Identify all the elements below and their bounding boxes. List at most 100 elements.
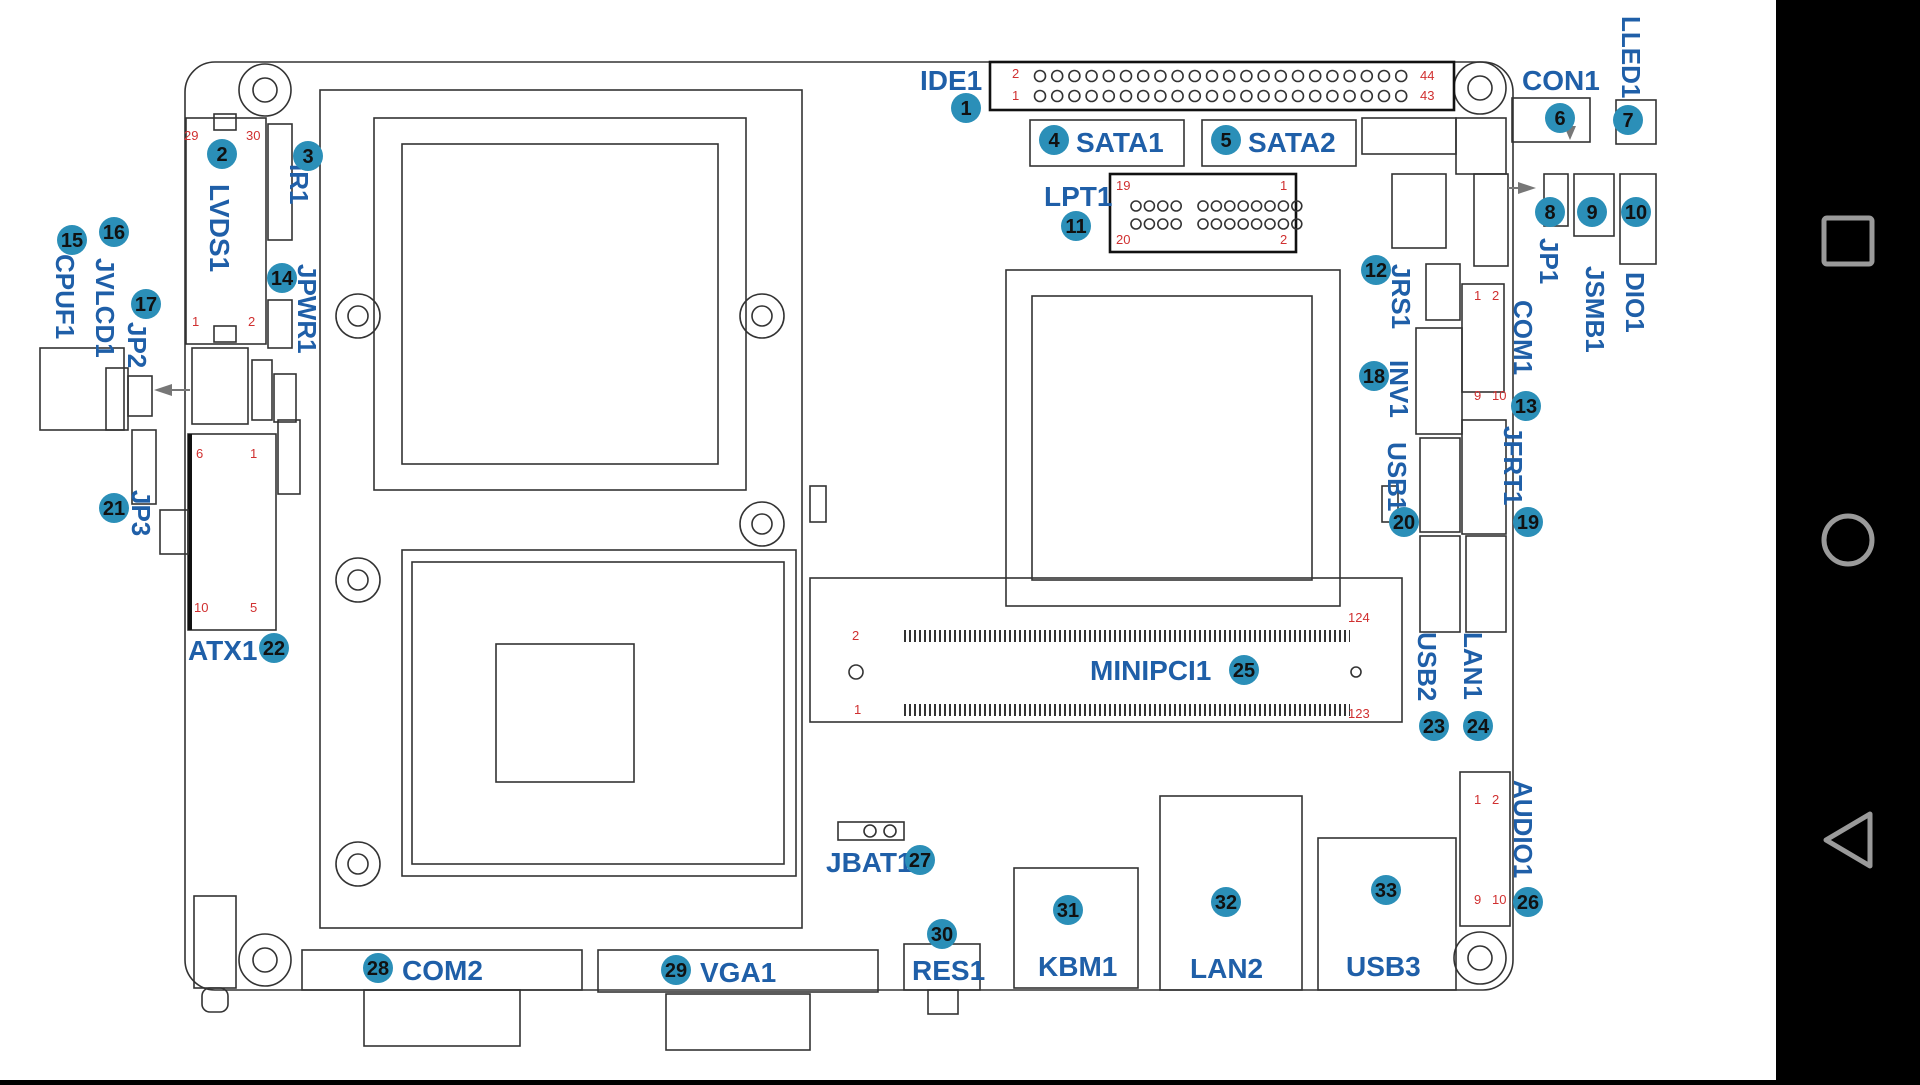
- jsmb1-badge: 9: [1577, 197, 1607, 227]
- usb3-badge: 33: [1371, 875, 1401, 905]
- cpuf1-badge-number: 15: [61, 230, 83, 252]
- lpt1-connector: 19 1 20 2: [1108, 172, 1303, 254]
- minipci-pin-label: 1: [854, 702, 861, 717]
- jp1-badge-number: 8: [1544, 202, 1555, 224]
- usb1-badge: 20: [1389, 507, 1419, 537]
- con1-badge-number: 6: [1554, 108, 1565, 130]
- com1-label: COM1: [1508, 300, 1538, 375]
- lvds1-badge-number: 2: [216, 144, 227, 166]
- lpt1-badge: 11: [1061, 211, 1091, 241]
- dio1-label: DIO1: [1620, 272, 1650, 333]
- inv1-badge: 18: [1359, 361, 1389, 391]
- jp2-badge: 17: [131, 289, 161, 319]
- com1-badge-number: 13: [1515, 396, 1537, 418]
- jfrt1-badge-number: 19: [1517, 512, 1539, 534]
- minipci1-slot: 2 124 1 123: [809, 485, 1403, 723]
- back-icon: [1823, 811, 1873, 869]
- atx1-badge: 22: [259, 633, 289, 663]
- ir1-badge: 3: [293, 141, 323, 171]
- dio1-badge: 10: [1621, 197, 1651, 227]
- lpt-pin-label: 19: [1116, 178, 1130, 193]
- audio1-label: AUDIO1: [1508, 780, 1538, 878]
- back-button[interactable]: [1823, 811, 1873, 869]
- minipci1-badge: 25: [1229, 655, 1259, 685]
- lpt-pin-label: 2: [1280, 232, 1287, 247]
- sata1-badge-number: 4: [1048, 130, 1060, 152]
- ide-pin-label: 1: [1012, 88, 1019, 103]
- cpuf1-connector: [39, 347, 190, 431]
- kbm1-label: KBM1: [1038, 951, 1117, 982]
- jsmb1-label: JSMB1: [1580, 266, 1610, 353]
- audio-pin-label: 9: [1474, 892, 1481, 907]
- usb2-badge-number: 23: [1423, 716, 1445, 738]
- lpt1-badge-number: 11: [1065, 216, 1086, 238]
- inv1-badge-number: 18: [1363, 366, 1385, 388]
- com2-badge: 28: [363, 953, 393, 983]
- jfrt1-label: JFRT1: [1498, 426, 1528, 505]
- jvlcd1-badge: 16: [99, 217, 129, 247]
- jsmb1-badge-number: 9: [1586, 202, 1597, 224]
- minipci-pin-label: 124: [1348, 610, 1370, 625]
- jp2-badge-number: 17: [135, 294, 157, 316]
- com1-pin-label: 9: [1474, 388, 1481, 403]
- minipci-pin-label: 123: [1348, 706, 1370, 721]
- kbm1-badge: 31: [1053, 895, 1083, 925]
- jp3-jumper: [131, 429, 157, 505]
- board-outline: [184, 61, 1514, 991]
- rear-io: [193, 795, 1457, 1051]
- lvds-pin-label: 30: [246, 128, 260, 143]
- home-icon: [1821, 513, 1875, 567]
- jp1-label: JP1: [1534, 238, 1564, 284]
- lvds-pin-label: 29: [184, 128, 198, 143]
- lan1-badge: 24: [1463, 711, 1493, 741]
- audio-pin-label: 10: [1492, 892, 1506, 907]
- vga1-badge: 29: [661, 955, 691, 985]
- con1-label: CON1: [1522, 65, 1600, 96]
- atx1-connector: 6 1 10 5: [159, 433, 277, 631]
- com1-pin-label: 10: [1492, 388, 1506, 403]
- jvlcd1-connector: [191, 347, 249, 425]
- lan2-badge: 32: [1211, 887, 1241, 917]
- lan1-badge-number: 24: [1467, 716, 1490, 738]
- jbat1-badge-number: 27: [909, 850, 931, 872]
- jpwr1-label: JPWR1: [292, 264, 322, 354]
- vga1-badge-number: 29: [665, 960, 687, 982]
- sata1-badge: 4: [1039, 125, 1069, 155]
- jbat1-badge: 27: [905, 845, 935, 875]
- cpuf1-label: CPUF1: [50, 254, 80, 339]
- atx-pin-label: 1: [250, 446, 257, 461]
- recents-button[interactable]: [1821, 215, 1875, 267]
- lpt1-label: LPT1: [1044, 181, 1112, 212]
- recents-icon: [1821, 215, 1875, 267]
- cpuf1-badge: 15: [57, 225, 87, 255]
- jp3-badge-number: 21: [103, 498, 125, 520]
- jp1-badge: 8: [1535, 197, 1565, 227]
- sata2-badge: 5: [1211, 125, 1241, 155]
- ide1-label: IDE1: [920, 65, 982, 96]
- lpt-pin-label: 1: [1280, 178, 1287, 193]
- nav-icons: [1821, 215, 1875, 869]
- lan2-label: LAN2: [1190, 953, 1263, 984]
- jp3-label: JP3: [126, 490, 156, 536]
- lled1-badge-number: 7: [1622, 110, 1633, 132]
- sata2-badge-number: 5: [1220, 130, 1231, 152]
- chipset: [1005, 269, 1341, 607]
- ir1-badge-number: 3: [302, 146, 313, 168]
- minipci1-label: MINIPCI1: [1090, 655, 1211, 686]
- mounting-holes: [238, 61, 1507, 987]
- inv1-label: INV1: [1384, 360, 1414, 418]
- kbm1-badge-number: 31: [1057, 900, 1079, 922]
- jpwr1-badge: 14: [267, 263, 297, 293]
- audio-pin-label: 2: [1492, 792, 1499, 807]
- home-button[interactable]: [1821, 513, 1875, 567]
- usb2-badge: 23: [1419, 711, 1449, 741]
- navigation-bar: [1776, 0, 1920, 1080]
- lvds-pin-label: 1: [192, 314, 199, 329]
- heatsink-area: [319, 89, 803, 929]
- lvds1-badge: 2: [207, 139, 237, 169]
- atx1-label: ATX1: [188, 635, 258, 666]
- lan1-label: LAN1: [1458, 632, 1488, 700]
- audio-pin-label: 1: [1474, 792, 1481, 807]
- com1-pin-label: 1: [1474, 288, 1481, 303]
